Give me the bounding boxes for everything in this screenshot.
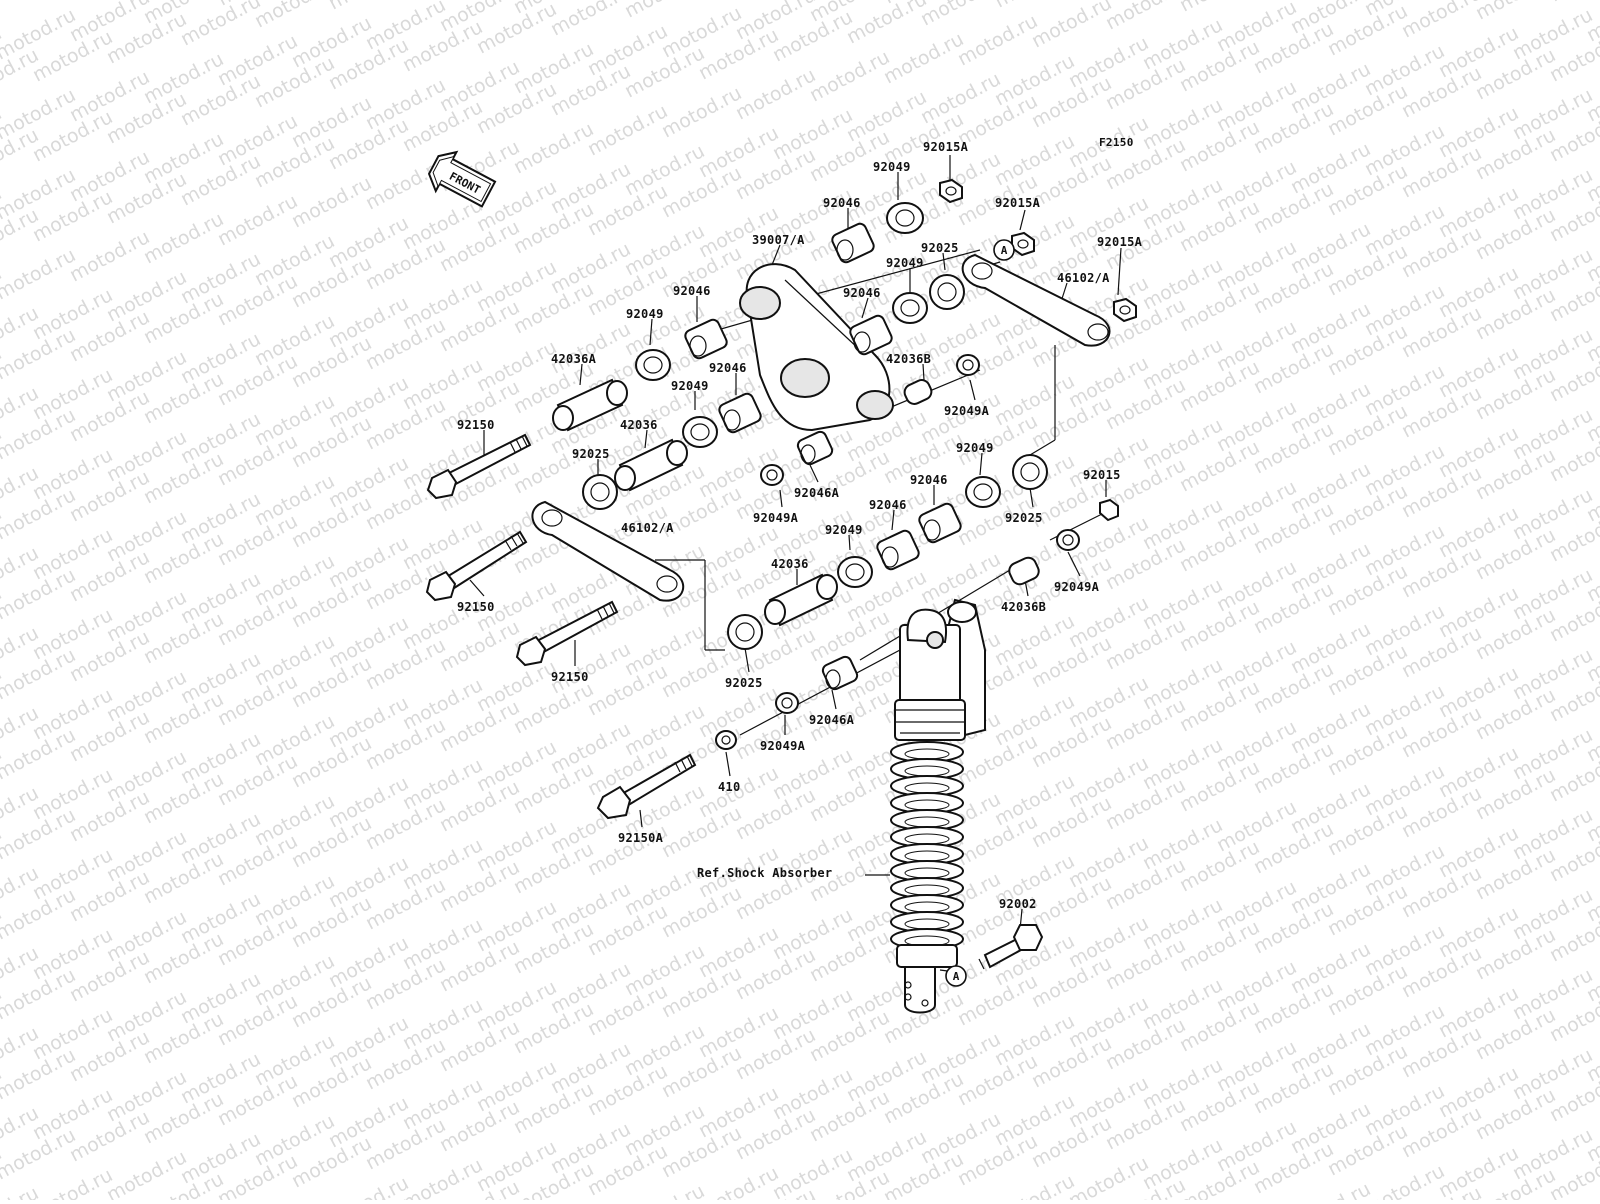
- part-label: 92150: [551, 670, 589, 684]
- part-label: 92049: [626, 307, 664, 321]
- part-label: 92049A: [1054, 580, 1099, 594]
- watermark-text: motod.ru: [584, 100, 671, 160]
- washer-92049A-lower: [776, 693, 798, 713]
- svg-text:A: A: [953, 970, 960, 983]
- watermark-text: motod.ru: [991, 1170, 1078, 1200]
- seal-92049-right: [966, 477, 1000, 507]
- watermark-text: motod.ru: [1176, 0, 1263, 16]
- part-label: 42036B: [886, 352, 931, 366]
- watermark-text: motod.ru: [1361, 1160, 1448, 1200]
- nut-92015: [1100, 500, 1118, 520]
- watermark-text: motod.ru: [0, 244, 79, 304]
- svg-text:A: A: [1001, 244, 1008, 257]
- watermark-text: motod.ru: [177, 0, 264, 50]
- part-label: 92049A: [760, 739, 805, 753]
- figure-code: F2150: [1099, 136, 1134, 149]
- watermark-text: motod.ru: [214, 190, 301, 250]
- seal-92025-left: [583, 475, 617, 509]
- part-label: 92049A: [944, 404, 989, 418]
- part-label: 92046A: [809, 713, 854, 727]
- part-label: 92150: [457, 418, 495, 432]
- part-label: 92049A: [753, 511, 798, 525]
- part-label: 92015A: [995, 196, 1040, 210]
- part-label: 92046A: [794, 486, 839, 500]
- part-label: 410: [718, 780, 741, 794]
- nut-92015A-right: [1114, 299, 1136, 321]
- callout-a-top: A: [994, 240, 1014, 260]
- part-label: 92049: [671, 379, 709, 393]
- watermark-text: motod.ru: [621, 1180, 708, 1200]
- part-label: 92025: [921, 241, 959, 255]
- part-label: 92046: [823, 196, 861, 210]
- watermark-text: motod.ru: [1102, 0, 1189, 34]
- watermark-text: motod.ru: [66, 226, 153, 286]
- seal-92025-lower: [728, 615, 762, 649]
- seal-92049-top: [887, 203, 923, 233]
- washer-92049A-top: [957, 355, 979, 375]
- watermark-text: motod.ru: [0, 1182, 42, 1200]
- watermark-text: motod.ru: [1028, 0, 1115, 52]
- part-label: 92049: [825, 523, 863, 537]
- ref-shock-absorber-label: Ref.Shock Absorber: [697, 866, 832, 880]
- watermark-text: motod.ru: [325, 0, 412, 14]
- part-label: 92025: [725, 676, 763, 690]
- seal-92049-lower: [838, 557, 872, 587]
- part-label: 42036B: [1001, 600, 1046, 614]
- seal-92049-left: [636, 350, 670, 380]
- watermark-text: motod.ru: [251, 0, 338, 32]
- part-label: 92025: [572, 447, 610, 461]
- part-label: 92150: [457, 600, 495, 614]
- watermark-text: motod.ru: [1287, 1178, 1374, 1200]
- part-label: 46102/A: [1057, 271, 1110, 285]
- watermark-text: motod.ru: [991, 0, 1078, 12]
- watermark-text: motod.ru: [806, 46, 893, 106]
- part-label: 46102/A: [621, 521, 674, 535]
- washer-410: [716, 731, 736, 749]
- part-label: 42036A: [551, 352, 596, 366]
- part-label: 92046: [910, 473, 948, 487]
- watermark-text: motod.ru: [843, 0, 930, 48]
- part-label: 92150A: [618, 831, 663, 845]
- part-label: 92025: [1005, 511, 1043, 525]
- watermark-text: motod.ru: [510, 118, 597, 178]
- part-label: 92049: [956, 441, 994, 455]
- watermark-text: motod.ru: [29, 1164, 116, 1200]
- watermark-text: motod.ru: [658, 82, 745, 142]
- seal-92049-center: [683, 417, 717, 447]
- part-label: 92015A: [1097, 235, 1142, 249]
- part-label: 92046: [709, 361, 747, 375]
- washer-92049A-left: [761, 465, 783, 485]
- watermark-text: motod.ru: [547, 0, 634, 40]
- part-label: 92015: [1083, 468, 1121, 482]
- watermark-text: motod.ru: [695, 1162, 782, 1200]
- part-label: 92015A: [923, 140, 968, 154]
- part-label: 92049: [886, 256, 924, 270]
- watermark-text: motod.ru: [695, 0, 782, 4]
- callout-a-bottom: A: [946, 966, 966, 986]
- part-label: 42036: [771, 557, 809, 571]
- watermark-text: motod.ru: [1546, 0, 1600, 6]
- watermark-text: motod.ru: [732, 64, 819, 124]
- watermark-text: motod.ru: [954, 10, 1041, 70]
- part-label: 42036: [620, 418, 658, 432]
- part-label: 92046: [869, 498, 907, 512]
- watermark-text: motod.ru: [917, 0, 1004, 30]
- part-label: 92046: [673, 284, 711, 298]
- washer-92049A-right: [1057, 530, 1079, 550]
- watermark-text: motod.ru: [140, 208, 227, 268]
- part-label: 92002: [999, 897, 1037, 911]
- seal-92025-right: [1013, 455, 1047, 489]
- part-label: 39007/A: [752, 233, 805, 247]
- watermark-text: motod.ru: [621, 0, 708, 22]
- part-label: 92049: [873, 160, 911, 174]
- seal-92025-top: [930, 275, 964, 309]
- seal-92049-mid: [893, 293, 927, 323]
- watermark-text: motod.ru: [288, 172, 375, 232]
- part-label: 92046: [843, 286, 881, 300]
- watermark-text: motod.ru: [880, 28, 967, 88]
- watermark-text: motod.ru: [1472, 0, 1559, 24]
